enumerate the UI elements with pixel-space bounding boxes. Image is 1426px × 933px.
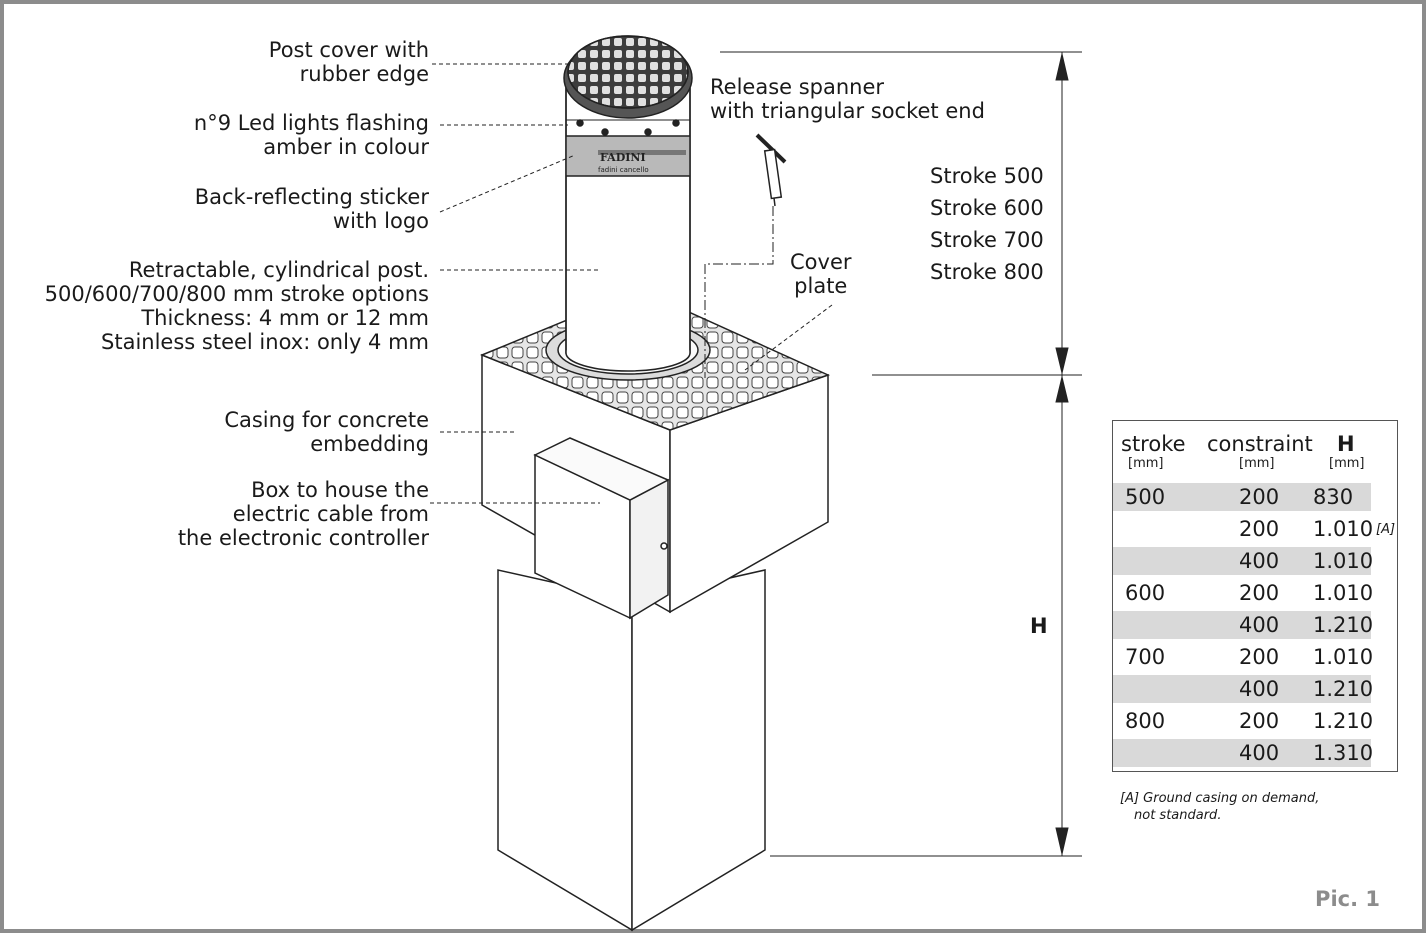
cell-constraint: 400 xyxy=(1239,613,1280,637)
cell-note: [A] xyxy=(1376,522,1396,537)
header-stroke-unit: [mm] xyxy=(1128,456,1164,471)
label-post-line3: Thickness: 4 mm or 12 mm xyxy=(141,306,429,330)
cell-h: 1.210 xyxy=(1313,677,1374,701)
cell-h: 1.010 xyxy=(1313,517,1374,541)
table-row: 400 1.010 xyxy=(1113,547,1374,575)
cell-constraint: 200 xyxy=(1239,709,1280,733)
ground-casing xyxy=(497,569,766,932)
header-h-unit: [mm] xyxy=(1329,456,1365,471)
table-row: 400 1.210 xyxy=(1113,675,1374,703)
cell-stroke: 700 xyxy=(1125,645,1166,669)
cell-h: 1.210 xyxy=(1313,709,1374,733)
cell-constraint: 400 xyxy=(1239,549,1280,573)
label-post: Retractable, cylindrical post. 500/600/7… xyxy=(45,258,429,354)
dimension-h-label: H xyxy=(1030,614,1048,638)
label-post-cover-line1: Post cover with xyxy=(268,38,429,62)
table-row: 800 200 1.210 xyxy=(1113,707,1374,735)
dimension-lines xyxy=(720,51,1082,857)
label-spanner-line2: with triangular socket end xyxy=(710,99,985,123)
header-stroke: stroke xyxy=(1121,432,1186,456)
cell-constraint: 400 xyxy=(1239,741,1280,765)
label-spanner: Release spanner with triangular socket e… xyxy=(710,75,985,123)
cell-h: 1.310 xyxy=(1313,741,1374,765)
label-post-cover-line2: rubber edge xyxy=(299,62,429,86)
label-sticker-line2: with logo xyxy=(332,209,429,233)
label-post-cover: Post cover with rubber edge xyxy=(269,38,429,86)
logo-subtext: fadini cancello xyxy=(598,166,649,174)
label-led-lights: n°9 Led lights flashing amber in colour xyxy=(194,111,429,159)
cell-h: 1.210 xyxy=(1313,613,1374,637)
label-sticker-line1: Back-reflecting sticker xyxy=(194,185,429,209)
stroke-700: Stroke 700 xyxy=(930,228,1044,252)
stroke-list: Stroke 500 Stroke 600 Stroke 700 Stroke … xyxy=(930,160,1044,288)
cell-constraint: 200 xyxy=(1239,645,1280,669)
cell-h: 1.010 xyxy=(1313,581,1374,605)
cell-constraint: 200 xyxy=(1239,485,1280,509)
cell-constraint: 400 xyxy=(1239,677,1280,701)
label-post-line1: Retractable, cylindrical post. xyxy=(128,258,429,282)
header-constraint: constraint xyxy=(1207,432,1313,456)
footnote-line1: [A] Ground casing on demand, xyxy=(1120,791,1320,806)
release-spanner xyxy=(755,133,787,207)
table-row: 400 1.210 xyxy=(1113,611,1374,639)
label-cover-plate-line1: Cover xyxy=(790,250,852,274)
table-row: 500 200 830 xyxy=(1113,483,1371,511)
cell-h: 830 xyxy=(1313,485,1354,509)
table-footnote: [A] Ground casing on demand, not standar… xyxy=(1120,790,1319,824)
label-casing-line1: Casing for concrete xyxy=(224,408,429,432)
cell-constraint: 200 xyxy=(1239,517,1280,541)
table-row: 200 1.010[A] xyxy=(1113,515,1395,543)
header-constraint-unit: [mm] xyxy=(1239,456,1275,471)
table-row: 700 200 1.010 xyxy=(1113,643,1374,671)
label-post-line4: Stainless steel inox: only 4 mm xyxy=(101,330,429,354)
cell-stroke: 600 xyxy=(1125,581,1166,605)
label-casing-line2: embedding xyxy=(310,432,429,456)
label-spanner-line1: Release spanner xyxy=(710,75,885,99)
footnote-line2: not standard. xyxy=(1134,808,1222,823)
label-box-line3: the electronic controller xyxy=(177,526,429,550)
label-cover-plate: Cover plate xyxy=(790,250,852,298)
retractable-post xyxy=(545,35,711,381)
junction-box xyxy=(533,437,670,620)
leader-lines xyxy=(430,63,833,504)
label-led-lights-line1: n°9 Led lights flashing xyxy=(193,111,429,135)
stroke-800: Stroke 800 xyxy=(930,260,1044,284)
label-box-line1: Box to house the xyxy=(251,478,429,502)
table-row: 600 200 1.010 xyxy=(1113,579,1374,607)
header-h: H xyxy=(1337,432,1355,456)
figure-caption: Pic. 1 xyxy=(1315,887,1380,911)
label-box: Box to house the electric cable from the… xyxy=(178,478,429,550)
label-cover-plate-line2: plate xyxy=(794,274,848,298)
stroke-500: Stroke 500 xyxy=(930,164,1044,188)
cell-stroke: 500 xyxy=(1125,485,1166,509)
label-box-line2: electric cable from xyxy=(232,502,429,526)
table-row: 400 1.310 xyxy=(1113,739,1374,767)
label-casing: Casing for concrete embedding xyxy=(224,408,429,456)
stroke-600: Stroke 600 xyxy=(930,196,1044,220)
label-post-line2: 500/600/700/800 mm stroke options xyxy=(44,282,429,306)
cell-h: 1.010 xyxy=(1313,645,1374,669)
cell-stroke: 800 xyxy=(1125,709,1166,733)
logo-text: FADINI xyxy=(600,151,646,164)
label-sticker: Back-reflecting sticker with logo xyxy=(195,185,429,233)
stroke-table: stroke [mm] constraint [mm] H [mm] 500 20… xyxy=(1112,420,1398,772)
label-led-lights-line2: amber in colour xyxy=(263,135,429,159)
cell-h: 1.010 xyxy=(1313,549,1374,573)
cell-constraint: 200 xyxy=(1239,581,1280,605)
